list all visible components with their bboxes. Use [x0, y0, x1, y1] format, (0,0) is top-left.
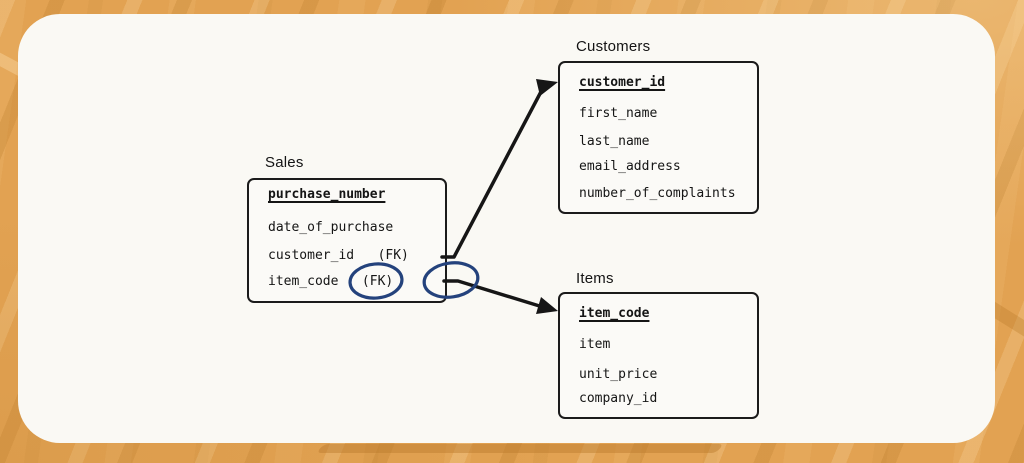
- customers-field-first-name: first_name: [579, 106, 658, 121]
- sales-table-title: Sales: [265, 154, 304, 171]
- items-table-title: Items: [576, 270, 614, 287]
- items-field-item-code: item_code: [579, 306, 650, 321]
- diagram-canvas: [18, 14, 995, 443]
- customers-table-title: Customers: [576, 38, 651, 55]
- customers-field-last-name: last_name: [579, 134, 650, 149]
- customers-field-customer-id: customer_id: [579, 75, 666, 90]
- sales-table: purchase_number date_of_purchase custome…: [247, 178, 447, 303]
- items-field-unit-price: unit_price: [579, 367, 658, 382]
- sales-field-date-of-purchase: date_of_purchase: [268, 220, 394, 235]
- customers-field-email-address: email_address: [579, 159, 681, 174]
- background-texture-streak: [316, 444, 724, 453]
- items-field-item: item: [579, 337, 611, 352]
- sales-field-purchase-number: purchase_number: [268, 187, 386, 202]
- customers-field-number-of-complaints: number_of_complaints: [579, 186, 736, 201]
- items-field-company-id: company_id: [579, 391, 658, 406]
- customers-table: customer_id first_name last_name email_a…: [558, 61, 759, 214]
- sales-field-item-code-fk: item_code (FK): [268, 274, 394, 289]
- items-table: item_code item unit_price company_id: [558, 292, 759, 419]
- sales-field-customer-id-fk: customer_id (FK): [268, 248, 409, 263]
